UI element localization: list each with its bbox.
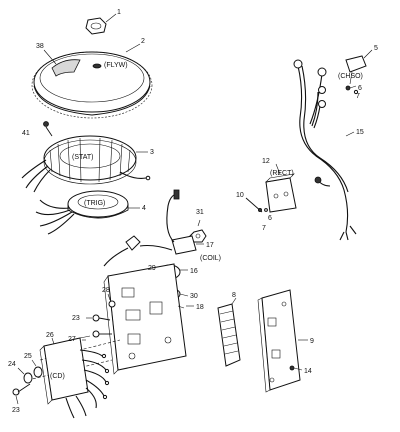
callout-28: 28 <box>102 287 110 294</box>
ignition-coil <box>139 189 197 255</box>
wiring-harness <box>293 59 357 241</box>
callout-6b: 6 <box>268 215 272 222</box>
callout-24: 24 <box>8 361 16 368</box>
callout-14: 14 <box>304 368 312 375</box>
callout-4: 4 <box>142 205 146 212</box>
label-trig: (TRIG) <box>84 200 105 207</box>
callout-10: 10 <box>236 192 244 199</box>
choke-solenoid <box>345 55 367 95</box>
cd-module <box>39 337 110 419</box>
terminal-strip <box>217 303 241 367</box>
callout-23a: 23 <box>72 315 80 322</box>
label-rect: (RECT) <box>270 170 294 177</box>
callout-8: 8 <box>232 292 236 299</box>
callout-18: 18 <box>196 304 204 311</box>
callout-1: 1 <box>117 9 121 16</box>
callout-5: 5 <box>374 45 378 52</box>
component-labels: (FLYW) (STAT) (TRIG) (CHSO) (RECT) (COIL… <box>50 62 363 380</box>
label-cd: (CD) <box>50 373 65 380</box>
callout-numbers: 1 2 38 41 3 4 5 6 7 15 12 10 6 7 31 17 1… <box>8 9 378 414</box>
callout-27: 27 <box>68 336 76 343</box>
callout-6a: 6 <box>358 85 362 92</box>
label-stat: (STAT) <box>72 154 94 161</box>
trigger <box>35 190 129 235</box>
flywheel-nut <box>85 17 107 35</box>
label-chso: (CHSO) <box>338 73 363 80</box>
callout-30: 30 <box>190 293 198 300</box>
callout-41: 41 <box>22 130 30 137</box>
callout-2: 2 <box>141 38 145 45</box>
electrical-bracket <box>257 289 301 393</box>
label-flyw: (FLYW) <box>104 62 128 69</box>
callout-9: 9 <box>310 338 314 345</box>
callout-23b: 23 <box>12 407 20 414</box>
stator <box>21 135 151 193</box>
rectifier <box>265 173 297 213</box>
plate-screws <box>92 300 116 338</box>
callout-17: 17 <box>206 242 214 249</box>
stator-screw <box>43 121 53 137</box>
flywheel <box>31 51 153 119</box>
label-coil: (COIL) <box>200 255 221 262</box>
callout-16: 16 <box>190 268 198 275</box>
mount-grommets <box>12 366 43 396</box>
callout-7b: 7 <box>262 225 266 232</box>
callout-31: 31 <box>196 209 204 216</box>
callout-15: 15 <box>356 129 364 136</box>
callout-3: 3 <box>150 149 154 156</box>
callout-25: 25 <box>24 353 32 360</box>
callout-12: 12 <box>262 158 270 165</box>
callout-38: 38 <box>36 43 44 50</box>
callout-7a: 7 <box>356 93 360 100</box>
spark-plug-boot <box>103 235 141 267</box>
mounting-plate <box>103 263 187 375</box>
callout-29: 29 <box>148 265 156 272</box>
callout-26: 26 <box>46 332 54 339</box>
